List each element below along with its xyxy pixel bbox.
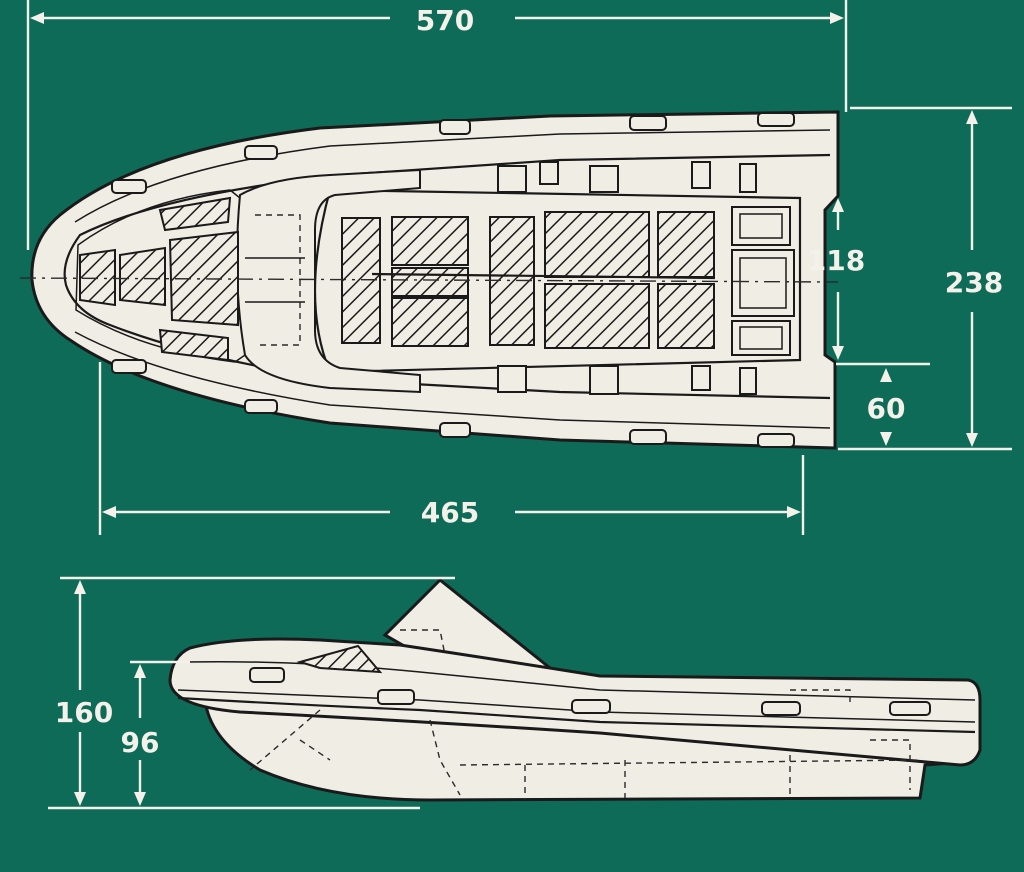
floor-mat-9 (657, 283, 715, 349)
dim-overall-height-label: 160 (55, 696, 113, 729)
top-view-centerline (19, 277, 839, 283)
top-view-console (235, 168, 421, 394)
bow-mat-2 (168, 230, 239, 327)
bow-mat-1 (158, 196, 232, 232)
floor-mat-1 (341, 217, 381, 344)
dimension-lines (26, 0, 1012, 810)
side-view-windscreen-hidden (400, 629, 446, 656)
boat-side-view (168, 577, 982, 802)
side-view-handles (249, 667, 931, 716)
floor-center-line (371, 272, 716, 280)
side-view-bow-mat (296, 644, 383, 674)
bow-mat-5 (158, 328, 229, 362)
transom-box-2-inner (739, 257, 787, 309)
dim-inner-length-label: 465 (421, 496, 479, 529)
bow-mat-4 (79, 248, 116, 307)
transom-box-1-inner (739, 213, 783, 239)
transom-box-3-inner (739, 326, 783, 350)
tube-handles (111, 112, 795, 448)
floor-mat-3 (391, 267, 469, 297)
top-view-tube-seam (74, 129, 831, 223)
floor-mat-7 (544, 283, 650, 349)
side-view-tube-stripe-3 (177, 696, 976, 734)
top-view-tube-seam-lower (74, 331, 831, 429)
transom-box-2 (731, 249, 795, 317)
side-view-hidden-lines (249, 689, 921, 800)
dim-overall-length-label: 570 (416, 4, 474, 37)
floor-mat-8 (657, 211, 715, 278)
bow-mat-3 (119, 246, 166, 307)
floor-mat-4 (391, 297, 469, 347)
dim-hull-height-label: 96 (121, 726, 160, 759)
deck-fittings (497, 161, 757, 395)
dim-inner-beam-label: 118 (807, 244, 865, 277)
dim-tube-diameter-label: 60 (867, 392, 906, 425)
boat-top-view (19, 110, 840, 450)
floor-mat-6 (544, 211, 650, 278)
dim-overall-beam-label: 238 (945, 266, 1003, 299)
floor-mat-2 (391, 216, 469, 266)
